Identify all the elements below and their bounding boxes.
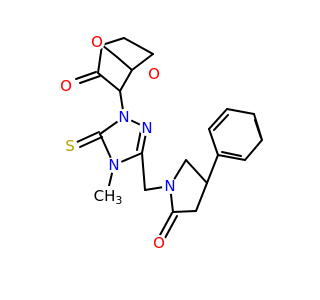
bond-ph-3 xyxy=(226,108,255,115)
bond-ph-inner-1 xyxy=(213,114,229,131)
bond-ph-2 xyxy=(208,108,228,130)
o-ketone-bg xyxy=(58,78,74,94)
bond-ph-inner-2 xyxy=(254,119,262,139)
n2-bg xyxy=(139,120,155,136)
bond-ph-5 xyxy=(244,139,263,161)
bond-c4-c1 xyxy=(119,69,133,92)
n4-bg xyxy=(106,157,122,173)
n-lactam-bg xyxy=(162,178,178,194)
atom-o-lactam: O xyxy=(153,234,165,252)
bond-c5t-s-b xyxy=(79,136,103,148)
bond-c5t-s-a xyxy=(76,131,100,143)
bond-c3t-n2-b xyxy=(136,129,142,151)
atom-o-ketone: O xyxy=(60,77,72,95)
bond-c5p-c4p xyxy=(185,159,208,184)
bond-c2-ketone-a xyxy=(75,71,97,80)
methyl-subscript: 3 xyxy=(115,194,122,207)
atom-n4: N xyxy=(108,156,119,174)
bond-ph-inner-3 xyxy=(221,151,242,157)
o-lactam-bg xyxy=(151,235,167,251)
bond-c3t-ch2 xyxy=(141,152,146,191)
bond-c3p-c2p xyxy=(172,210,197,213)
atom-n-lactam: N xyxy=(164,177,175,195)
s-bg xyxy=(62,138,78,154)
o-bridge-bg xyxy=(89,34,105,50)
bond-o-ring-c5 xyxy=(123,37,154,55)
bond-c2p-o-a xyxy=(159,212,173,236)
bond-c4p-phenyl xyxy=(206,154,219,184)
atom-methyl: CH3 xyxy=(94,187,123,207)
bond-c5-c4 xyxy=(131,53,154,71)
bond-ph-1 xyxy=(208,128,219,156)
n1-bg xyxy=(116,109,132,125)
atom-n1: N xyxy=(118,108,129,126)
bond-ph-6 xyxy=(217,154,246,161)
molecule-structure: O O O S N N N N O CH3 xyxy=(58,33,263,252)
bond-c2-ketone-b xyxy=(79,75,101,84)
bond-c1-c2 xyxy=(97,72,121,92)
bond-c2p-o-b xyxy=(164,215,178,239)
bond-c2-c3 xyxy=(97,44,103,74)
atom-n2: N xyxy=(141,119,152,137)
atom-s-thione: S xyxy=(65,137,75,155)
bond-o-bridge-c4 xyxy=(116,56,133,71)
bond-c3-o-bridge xyxy=(101,44,118,58)
bond-c4p-c3p xyxy=(195,182,208,212)
atom-o-bridge: O xyxy=(91,33,103,51)
bond-c3-o-ring xyxy=(101,37,125,46)
methyl-main: CH xyxy=(94,187,116,205)
atom-o-ring: O xyxy=(148,65,160,83)
o-ring-bg xyxy=(146,66,162,82)
methyl-bg xyxy=(96,186,124,202)
